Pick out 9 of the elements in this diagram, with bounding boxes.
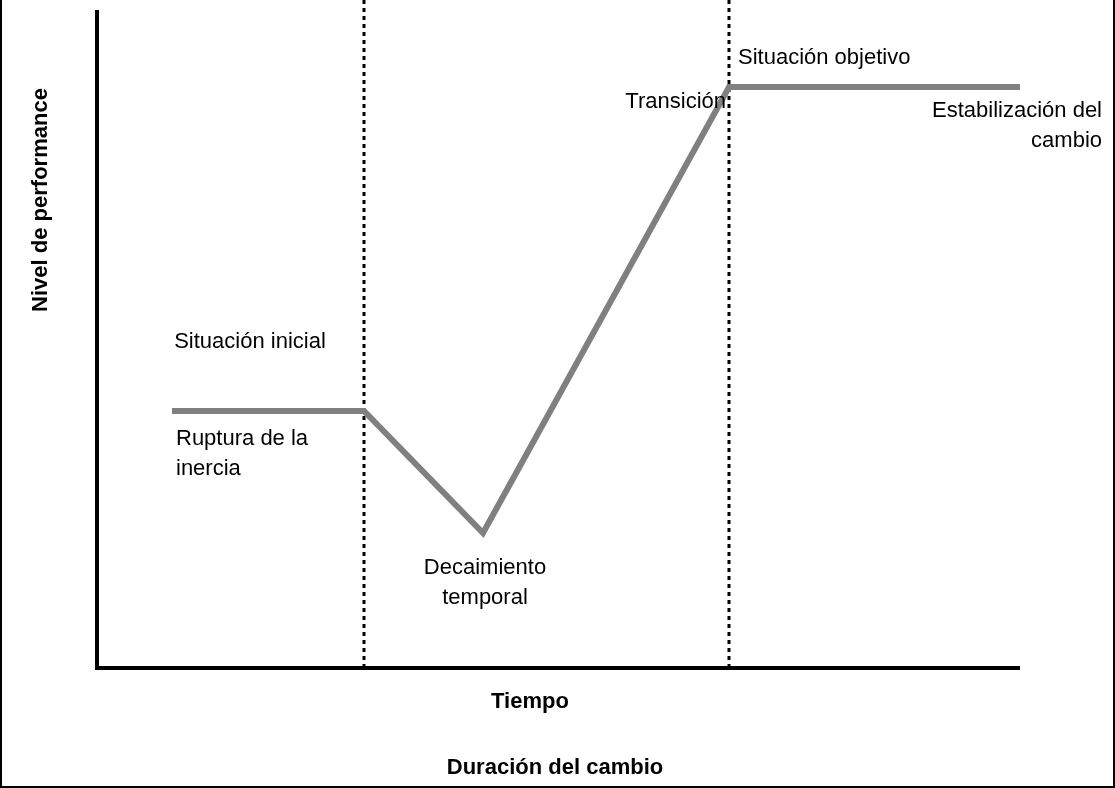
phase-label: Situación objetivo	[738, 43, 912, 71]
phase-label: Ruptura de la inercia	[176, 424, 310, 482]
phase-label: Decaimiento temporal	[422, 553, 548, 611]
phase-label: Situación inicial	[173, 327, 327, 355]
axis-title: Tiempo	[490, 687, 570, 715]
phase-label: Estabilización del cambio	[931, 96, 1102, 154]
axis-title: Nivel de performance	[26, 87, 53, 314]
axis-title: Duración del cambio	[445, 753, 665, 781]
phase-label: Transición	[624, 87, 726, 115]
